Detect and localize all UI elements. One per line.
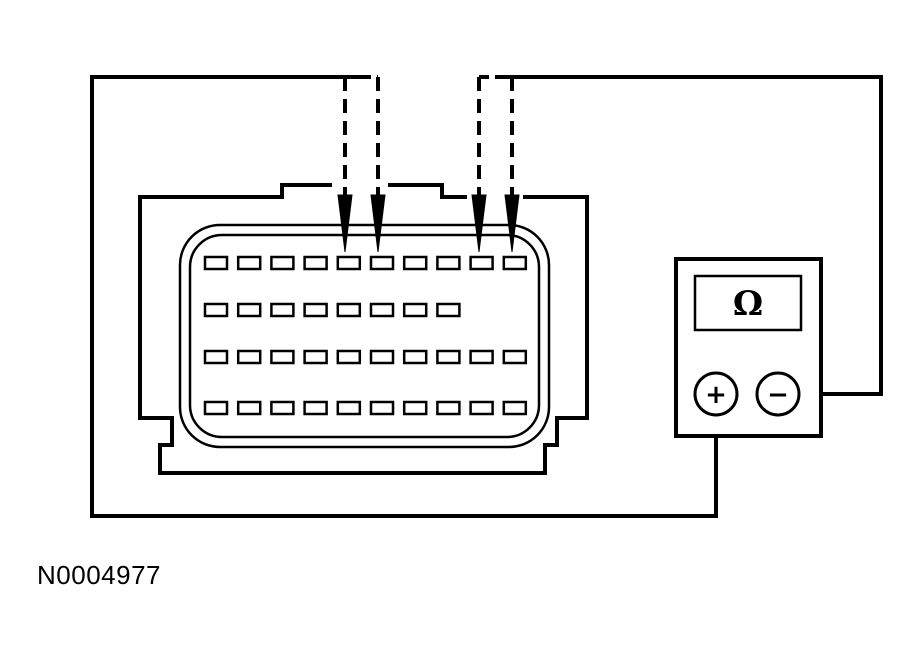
- connector-pin-r1-9: [469, 255, 494, 271]
- connector-pin-r1-1: [203, 255, 229, 271]
- connector-pin-array: [203, 255, 528, 416]
- connector-pin-r1-6: [369, 255, 395, 271]
- connector-pin-r3-10: [502, 349, 528, 365]
- ohm-symbol: Ω: [733, 284, 763, 324]
- connector-pin-r2-1: [203, 302, 229, 318]
- connector-pin-r1-8: [436, 255, 461, 271]
- positive-terminal: [693, 371, 739, 417]
- positive-terminal-symbol: +: [705, 380, 727, 410]
- connector-pin-r2-2: [236, 302, 262, 318]
- multimeter-display: [693, 274, 803, 332]
- connector-pin-r4-6: [369, 400, 395, 416]
- connector-pin-r3-1: [203, 349, 229, 365]
- connector-pin-r3-4: [303, 349, 328, 365]
- connector-pin-r1-5: [336, 255, 362, 271]
- probe-tip-pin-10: [504, 194, 520, 253]
- negative-terminal: [755, 371, 801, 417]
- connector-pin-r4-3: [270, 400, 295, 416]
- connector-housing: [138, 183, 589, 475]
- connector-pin-r3-3: [270, 349, 295, 365]
- connector-pin-r1-7: [402, 255, 428, 271]
- connector-pin-r2-8: [436, 302, 461, 318]
- connector-pin-r3-9: [469, 349, 494, 365]
- multimeter: Ω + −: [674, 257, 823, 438]
- connector-pin-r3-8: [436, 349, 461, 365]
- connector-pin-r3-5: [336, 349, 362, 365]
- negative-terminal-symbol: −: [767, 380, 789, 410]
- connector-pin-r4-9: [469, 400, 494, 416]
- connector-pin-r1-3: [270, 255, 295, 271]
- connector-pin-r4-2: [236, 400, 262, 416]
- connector-pin-r2-6: [369, 302, 395, 318]
- connector-seal-inner: [188, 233, 541, 439]
- connector-pin-r3-2: [236, 349, 262, 365]
- negative-test-lead-wire: [496, 75, 883, 396]
- connector-pin-r4-8: [436, 400, 461, 416]
- connector-pin-r4-4: [303, 400, 328, 416]
- figure-id-label: N0004977: [37, 560, 161, 590]
- probe-tip-pin-6: [370, 194, 386, 253]
- connector-pin-r4-10: [502, 400, 528, 416]
- connector-pin-r4-7: [402, 400, 428, 416]
- connector-pin-r4-1: [203, 400, 229, 416]
- connector-pin-r2-7: [402, 302, 428, 318]
- connector-pin-r2-5: [336, 302, 362, 318]
- connector-pin-r1-4: [303, 255, 328, 271]
- connector-seal-outer: [178, 223, 551, 449]
- connector-pin-r1-2: [236, 255, 262, 271]
- connector-pin-r3-6: [369, 349, 395, 365]
- connector-pin-r3-7: [402, 349, 428, 365]
- connector-pin-r4-5: [336, 400, 362, 416]
- positive-test-lead-wire: [90, 75, 718, 518]
- probe-tip-pin-9: [471, 194, 487, 253]
- connector-pin-r1-10: [502, 255, 528, 271]
- connector-pin-r2-4: [303, 302, 328, 318]
- probe-tip-pin-5: [337, 194, 353, 253]
- connector-pin-r2-3: [270, 302, 295, 318]
